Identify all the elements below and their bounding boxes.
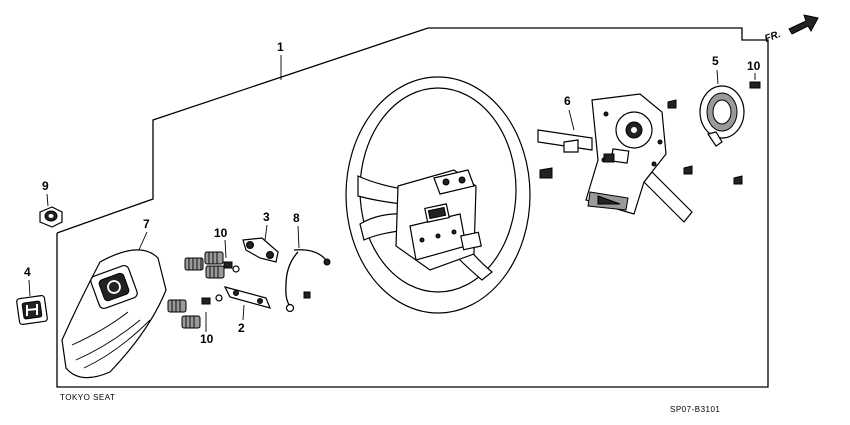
callout-10-lower-left: 10 [200, 332, 214, 346]
honda-emblem-icon [16, 294, 48, 326]
part-9-nut [39, 206, 63, 228]
callout-10-upper-left: 10 [214, 226, 228, 240]
callout-4: 4 [24, 265, 31, 279]
part-10-screw-right [749, 81, 761, 89]
callout-1: 1 [277, 40, 284, 54]
front-direction-indicator: FR. [763, 14, 819, 45]
part-7-horn-pad [61, 249, 167, 379]
spring-top-right [204, 251, 224, 265]
leader-5 [716, 69, 719, 85]
leader-10-upper-left [224, 239, 227, 259]
leader-4 [28, 279, 31, 297]
footer-left-label: TOKYO SEAT [60, 393, 115, 402]
front-direction-arrow-icon [788, 14, 819, 35]
part-10-screw-upper [223, 261, 240, 273]
part-2-mounting-plate [223, 286, 272, 309]
leader-7 [137, 231, 148, 253]
callout-7: 7 [143, 217, 150, 231]
front-direction-label: FR. [763, 29, 782, 45]
part-1-steering-wheel [345, 76, 531, 314]
callout-9: 9 [42, 179, 49, 193]
hub-bolts [539, 99, 743, 185]
leader-3 [264, 224, 268, 241]
spring-mid [205, 265, 225, 279]
leader-9 [46, 193, 49, 207]
callout-2: 2 [238, 321, 245, 335]
part-8-horn-wire [285, 249, 331, 313]
callout-5: 5 [712, 54, 719, 68]
part-5-cancel-sleeve [699, 85, 745, 147]
footer-right-label: SP07-B3101 [670, 405, 720, 414]
callout-6: 6 [564, 94, 571, 108]
spring-lower-left [167, 299, 187, 313]
springs-cluster [167, 251, 225, 329]
leader-2 [242, 304, 245, 321]
part-3-horn-contact [242, 237, 279, 263]
callout-3: 3 [263, 210, 270, 224]
spring-lower-right [181, 315, 201, 329]
callout-8: 8 [293, 211, 300, 225]
leader-8 [297, 225, 300, 249]
spring-top-left [184, 257, 204, 271]
leader-6 [568, 109, 575, 131]
assembly-boundary-outline [56, 27, 769, 388]
callout-10-right: 10 [747, 59, 761, 73]
part-10-screw-lower [201, 294, 223, 305]
part-6-steering-hub [537, 93, 693, 223]
